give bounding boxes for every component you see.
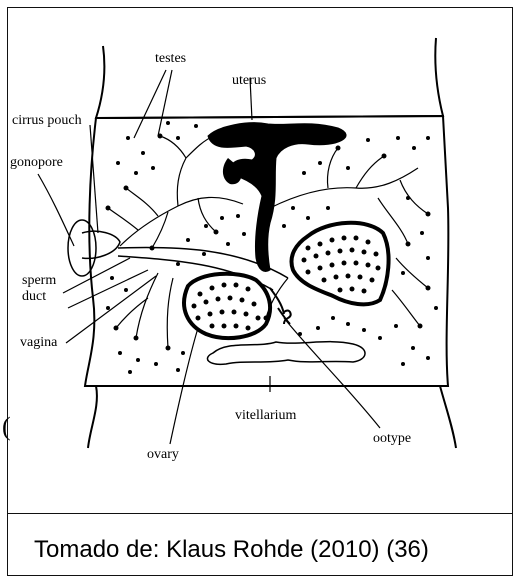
cirrus-pouch-shape	[82, 231, 120, 258]
flatworm-anatomy-diagram: testes uterus cirrus pouch gonopore sper…	[8, 8, 511, 513]
stray-parenthesis-glyph: (	[2, 412, 11, 442]
figure-frame: testes uterus cirrus pouch gonopore sper…	[7, 7, 513, 576]
label-ovary: ovary	[147, 447, 179, 462]
label-duct: duct	[22, 289, 46, 304]
label-gonopore: gonopore	[10, 155, 63, 170]
label-testes: testes	[155, 51, 186, 66]
diagram-area: testes uterus cirrus pouch gonopore sper…	[8, 8, 511, 513]
caption-divider	[8, 513, 512, 514]
label-sperm: sperm	[22, 273, 56, 288]
vitellarium-shape	[207, 342, 365, 365]
upper-segment-outline	[96, 38, 443, 118]
figure-caption: Tomado de: Klaus Rohde (2010) (36)	[34, 536, 429, 564]
label-ootype: ootype	[373, 431, 411, 446]
gonopore-shape	[68, 220, 96, 276]
label-cirrus-pouch: cirrus pouch	[12, 113, 82, 128]
left-ovary-lobe	[184, 274, 270, 338]
label-uterus: uterus	[232, 73, 266, 88]
label-vagina: vagina	[20, 335, 58, 350]
label-vitellarium: vitellarium	[235, 408, 297, 423]
